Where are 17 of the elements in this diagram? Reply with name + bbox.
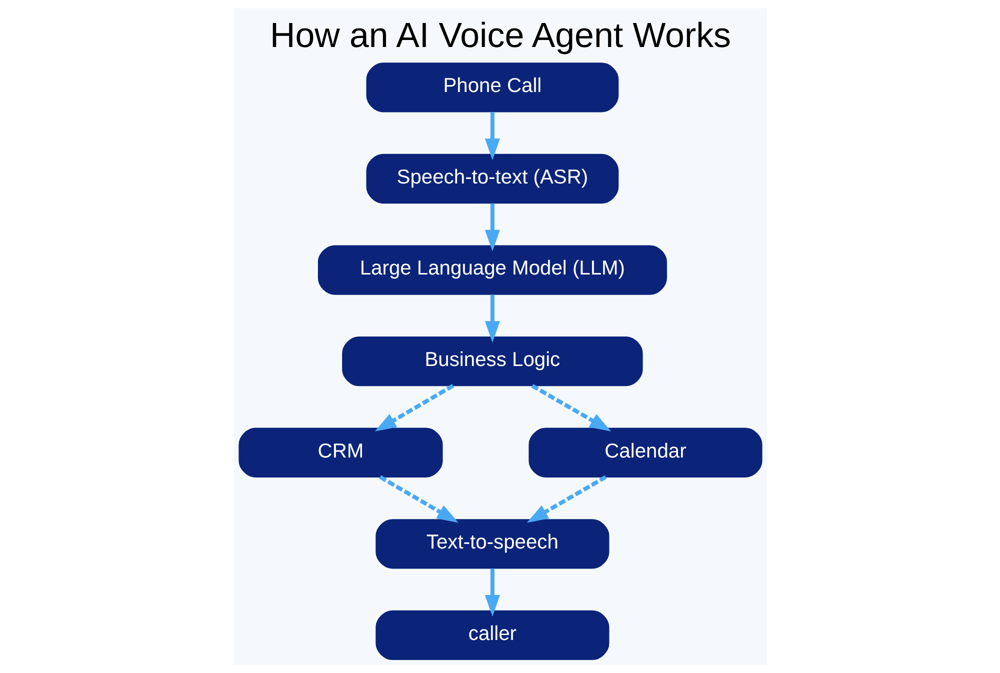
node-box: Large Language Model (LLM) (317, 245, 666, 295)
node-box: Calendar (528, 428, 762, 478)
node-box: Business Logic (342, 336, 642, 386)
node-box: Speech-to-text (ASR) (366, 154, 618, 204)
node-box: caller (375, 610, 609, 660)
arrow (484, 568, 500, 617)
arrow (484, 203, 500, 252)
arrow (378, 475, 458, 523)
arrow (526, 475, 606, 523)
arrow (374, 384, 454, 432)
diagram-title: How an AI Voice Agent Works (270, 16, 730, 55)
arrow (484, 294, 500, 343)
node-box: CRM (238, 428, 442, 478)
arrow (484, 112, 500, 160)
node-box: Phone Call (366, 62, 618, 112)
node-box: Text-to-speech (375, 519, 609, 569)
arrow (530, 384, 611, 432)
